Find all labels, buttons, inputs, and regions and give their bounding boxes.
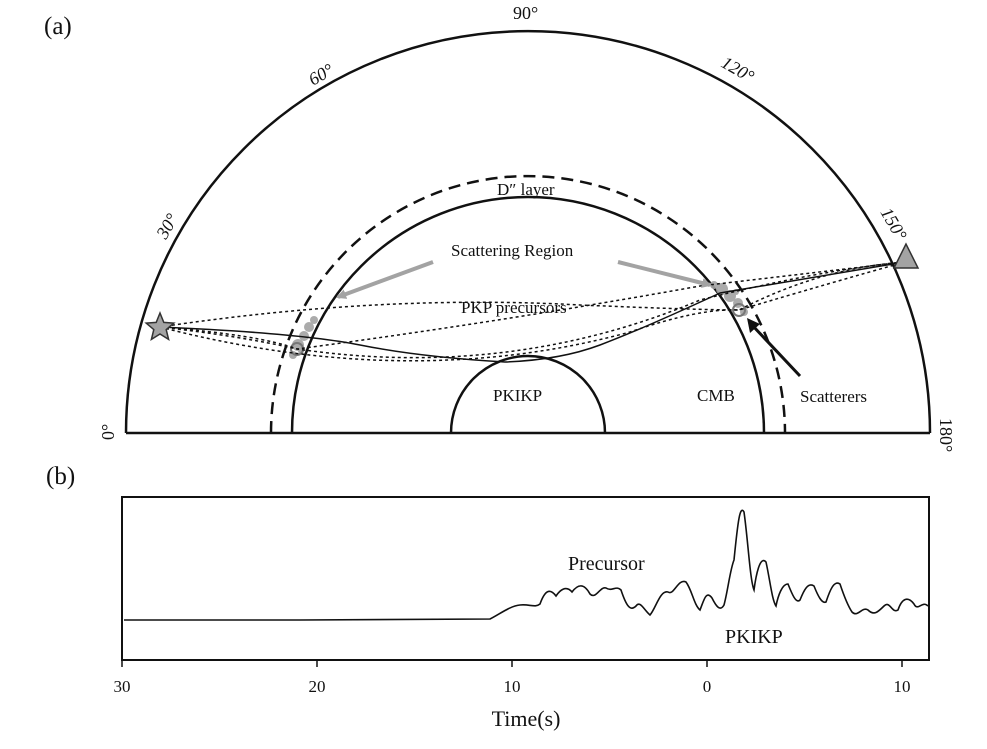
scatterers-label: Scatterers bbox=[800, 387, 867, 406]
triangle-icon bbox=[892, 242, 920, 269]
precursor-ray-4 bbox=[159, 261, 906, 359]
earth-surface-arc bbox=[124, 29, 932, 434]
seismogram-trace bbox=[124, 509, 929, 621]
x-axis-title: Time(s) bbox=[492, 706, 561, 731]
angle-180-label: 180° bbox=[936, 418, 956, 452]
x-tick-label: 20 bbox=[309, 677, 326, 696]
scatterers-arrowhead bbox=[747, 318, 760, 333]
pkikp-trace-label: PKIKP bbox=[725, 626, 783, 648]
cmb-arc bbox=[290, 195, 766, 434]
x-axis bbox=[121, 660, 903, 667]
angle-0-label: 0° bbox=[98, 424, 118, 440]
earth-cross-section: 0° 30° 60° 90° 120° 150° 180° D″ layer S… bbox=[98, 3, 956, 452]
precursor-ray-2 bbox=[159, 261, 906, 362]
panel-b-label: (b) bbox=[46, 463, 75, 490]
cmb-label: CMB bbox=[697, 386, 735, 405]
scattering-region-label: Scattering Region bbox=[451, 241, 574, 260]
ray-paths bbox=[159, 261, 906, 363]
seismogram-panel: Precursor PKIKP 30 20 10 0 10 Time(s) bbox=[114, 496, 930, 731]
inner-core-arc bbox=[449, 354, 607, 434]
x-tick-label: 10 bbox=[894, 677, 911, 696]
panel-a-label: (a) bbox=[44, 13, 72, 40]
x-tick-label: 30 bbox=[114, 677, 131, 696]
angle-60-label: 60° bbox=[305, 60, 337, 90]
x-tick-label: 10 bbox=[504, 677, 521, 696]
precursor-ray-1 bbox=[159, 261, 906, 328]
x-tick-label: 0 bbox=[703, 677, 712, 696]
scatterers-arrow bbox=[750, 323, 802, 378]
precursor-label: Precursor bbox=[568, 553, 645, 575]
scatterer-right-circle bbox=[732, 303, 746, 317]
seismogram-frame bbox=[121, 496, 930, 661]
precursor-ray-3 bbox=[159, 261, 906, 350]
star-icon bbox=[144, 310, 176, 342]
d-layer-label: D″ layer bbox=[497, 180, 555, 199]
d-layer-arc bbox=[269, 174, 787, 434]
scatterer-left-circle bbox=[290, 342, 304, 356]
angle-150-label: 150° bbox=[877, 204, 911, 244]
scattering-arrow-right bbox=[617, 260, 712, 288]
pkikp-core-label: PKIKP bbox=[493, 386, 542, 405]
scattering-arrow-left bbox=[336, 260, 434, 299]
pkp-precursors-label: PKP precursors bbox=[461, 298, 567, 317]
pkikp-ray bbox=[159, 261, 906, 363]
angle-90-label: 90° bbox=[513, 3, 538, 23]
